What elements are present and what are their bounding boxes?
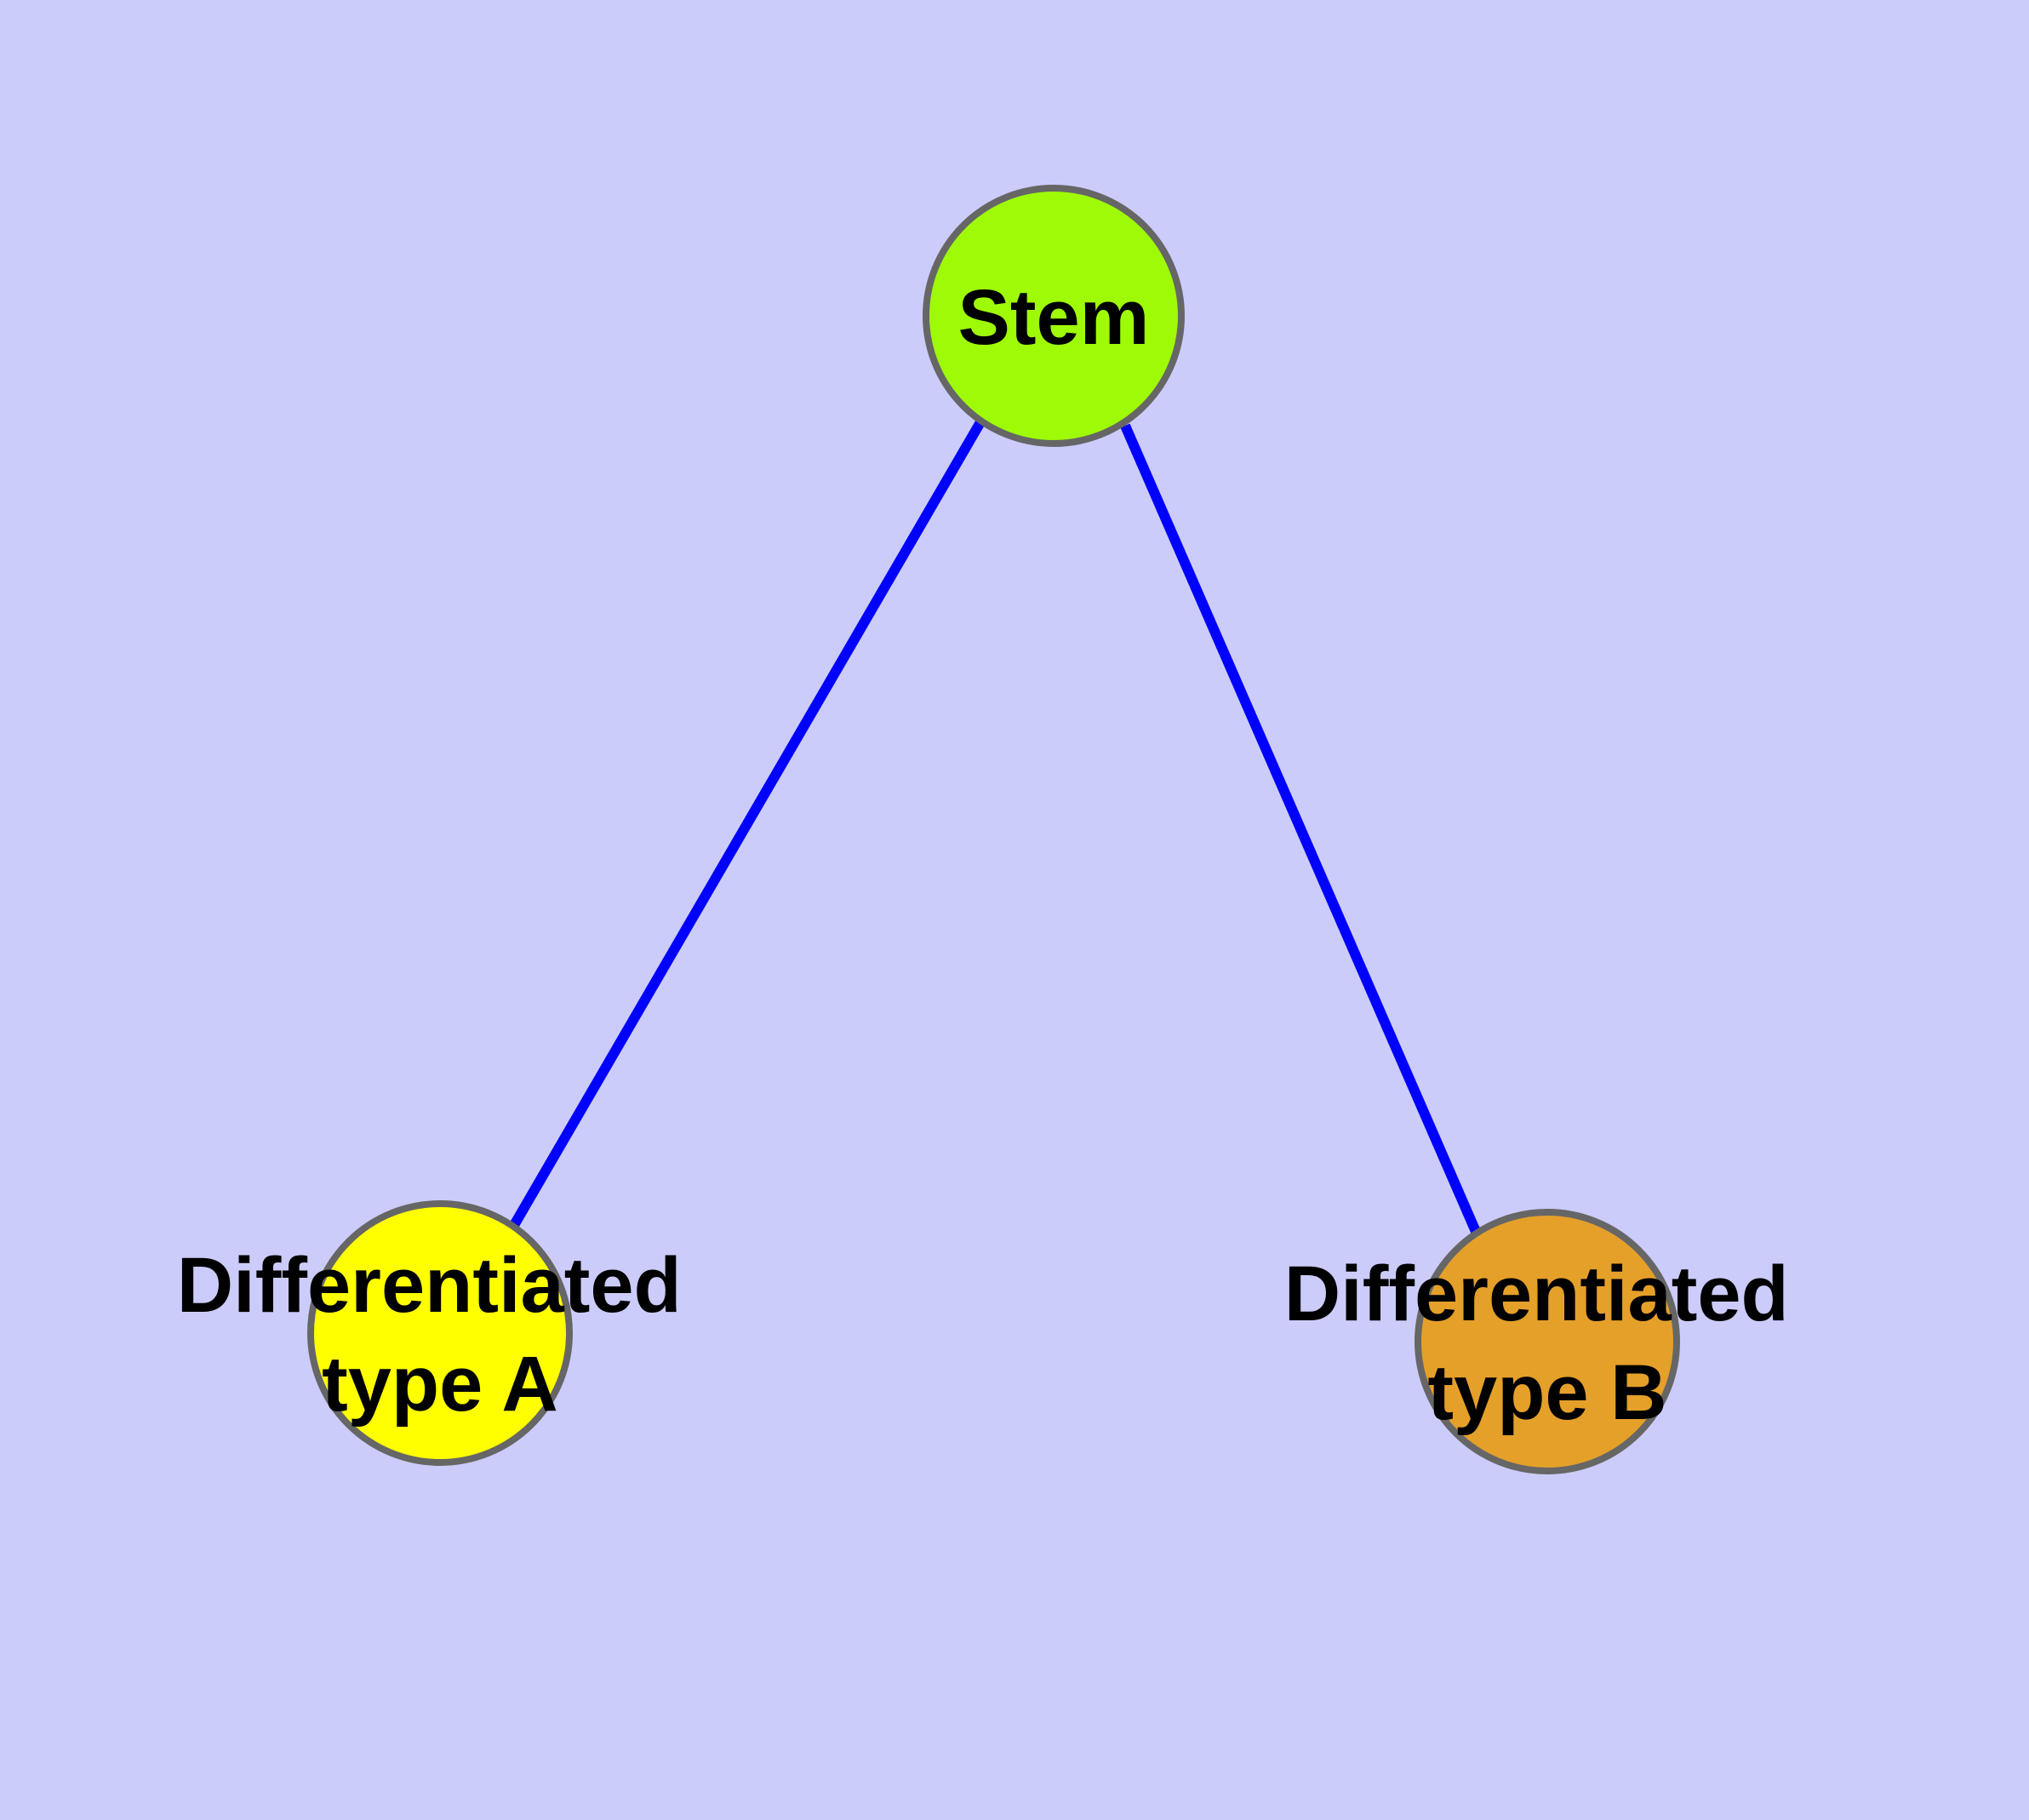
- node-stem-label-line-1: Stem: [958, 274, 1150, 361]
- node-differentiated-type-b-label-line-2: type B: [1427, 1349, 1666, 1436]
- node-differentiated-type-a[interactable]: Differentiated type A: [177, 1200, 704, 1466]
- node-differentiated-type-b-label-line-1: Differentiated: [1284, 1251, 1789, 1337]
- node-layer: Stem Differentiated type A Differentiate…: [177, 185, 1811, 1474]
- edge-stem-to-differentiated-type-b[interactable]: [1120, 423, 1482, 1236]
- node-differentiated-type-b-label: Differentiated type B: [1284, 1251, 1811, 1436]
- node-stem-label: Stem: [958, 274, 1150, 361]
- node-differentiated-type-a-label: Differentiated type A: [177, 1242, 704, 1428]
- node-stem-circle[interactable]: [923, 185, 1185, 447]
- edge-layer: [508, 419, 1482, 1236]
- node-stem[interactable]: Stem: [923, 185, 1185, 447]
- node-differentiated-type-b[interactable]: Differentiated type B: [1284, 1209, 1811, 1474]
- edge-stem-to-differentiated-type-a[interactable]: [508, 419, 986, 1230]
- node-differentiated-type-a-label-line-1: Differentiated: [177, 1242, 682, 1329]
- node-differentiated-type-a-label-line-2: type A: [322, 1341, 558, 1428]
- node-differentiated-type-a-circle[interactable]: [307, 1200, 573, 1466]
- node-differentiated-type-b-circle[interactable]: [1415, 1209, 1680, 1474]
